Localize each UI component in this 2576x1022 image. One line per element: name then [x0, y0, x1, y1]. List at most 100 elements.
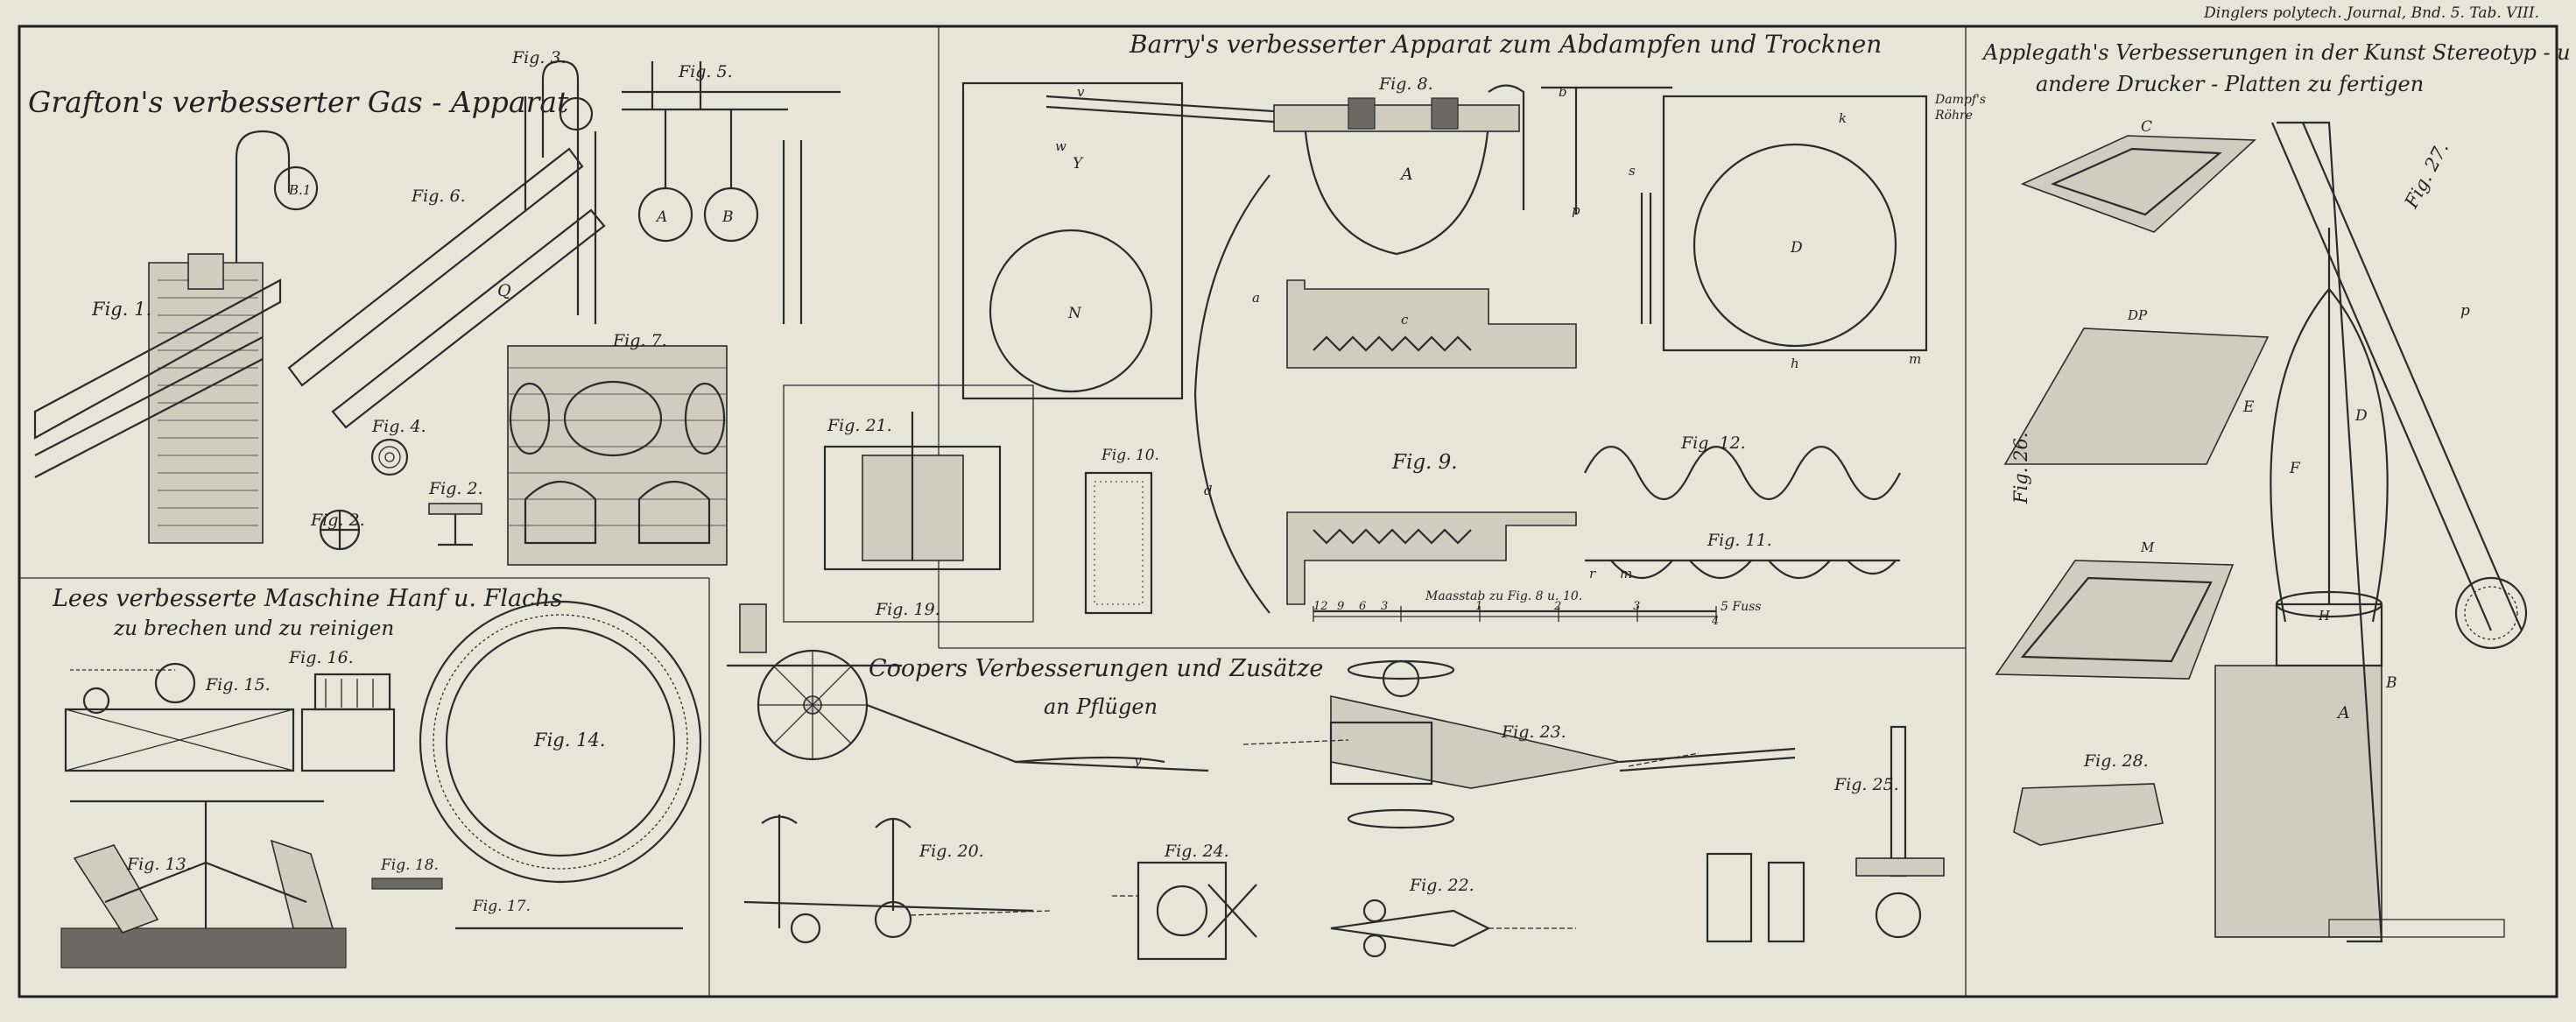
label-h: h: [1791, 356, 1799, 371]
fig5-gasholders: [622, 61, 841, 324]
label-app-H: H: [2318, 608, 2331, 624]
fig11-corrugated: [1585, 559, 1900, 580]
fig15-breaking-machine: [64, 662, 396, 772]
fig4-perforated-disc: [370, 438, 409, 476]
scale-tick-6: 6: [1359, 600, 1366, 613]
scale-tick-9: 9: [1337, 600, 1344, 613]
label-app-F: F: [2289, 460, 2301, 477]
fig20-label: Fig. 20.: [918, 842, 984, 861]
fig18-label: Fig. 18.: [380, 856, 439, 874]
fig1-label: Fig. 1.: [91, 299, 151, 320]
scale-tick-3b: 3: [1633, 600, 1640, 613]
section-title-cooper-1: Coopers Verbesserungen und Zusätze: [869, 655, 1323, 682]
label-w: w: [1055, 138, 1066, 154]
label-barry-A: A: [1399, 165, 1413, 184]
label-app-B: B: [2385, 674, 2397, 692]
fig24-coulter: [1112, 861, 1257, 961]
plate-border: [18, 25, 2558, 998]
section-title-cooper-2: an Pflügen: [1044, 694, 1158, 719]
fig25-label: Fig. 25.: [1833, 775, 1899, 794]
fig17-label: Fig. 17.: [472, 898, 531, 915]
fig20-plough-plan: [743, 814, 1052, 944]
label-barry-D: D: [1790, 239, 1803, 257]
fig2b-label: Fig. 2.: [428, 479, 483, 498]
fig15-label: Fig. 15.: [205, 675, 271, 694]
fig7-label: Fig. 7.: [612, 331, 667, 350]
fig12-label: Fig. 12.: [1680, 433, 1746, 453]
fig21-label: Fig. 21.: [827, 416, 892, 435]
fig10-grate: [1084, 471, 1153, 615]
section-title-grafton: Grafton's verbesserter Gas - Apparat: [28, 85, 569, 119]
fig1-retort-furnace: [33, 130, 319, 544]
fig18-bar: [371, 878, 443, 890]
fig19-plough: [727, 603, 1209, 772]
journal-header: Dinglers polytech. Journal, Bnd. 5. Tab.…: [2203, 4, 2539, 22]
fig19-label: Fig. 19.: [875, 600, 940, 619]
fig9-label: Fig. 9.: [1391, 451, 1458, 474]
label-DP: DP: [2127, 307, 2148, 323]
label-rohre: Röhre: [1934, 109, 1973, 123]
fig22-label: Fig. 22.: [1409, 876, 1475, 895]
fig27-press: [2214, 121, 2528, 943]
fig25-stand: [1706, 725, 1945, 943]
fig10-label: Fig. 10.: [1101, 447, 1159, 464]
label-y: y: [1133, 752, 1142, 768]
fig14-ring: [419, 600, 702, 884]
fig26-label: Fig. 26.: [2010, 433, 2031, 504]
scale-tick-12: 12: [1313, 600, 1328, 613]
label-app-p: p: [2460, 302, 2470, 320]
fig28-label: Fig. 28.: [2083, 751, 2149, 771]
fig2-valve-b: [428, 503, 482, 546]
section-title-applegath-2: andere Drucker - Platten zu fertigen: [2036, 72, 2424, 96]
scale-caption: Maasstab zu Fig. 8 u. 10.: [1425, 589, 1582, 603]
fig4-label: Fig. 4.: [371, 417, 426, 436]
label-v: v: [1077, 84, 1085, 100]
fig3-label: Fig. 3.: [511, 48, 567, 67]
fig21-press: [783, 384, 1034, 623]
scale-tick-4: 4: [1711, 615, 1719, 628]
label-app-M: M: [2140, 539, 2155, 555]
label-app-A: A: [2336, 703, 2350, 722]
scale-tick-2: 2: [1553, 600, 1561, 613]
label-fig11-r: r: [1589, 566, 1596, 581]
scale-unit: 5 Fuss: [1721, 600, 1761, 614]
fig12-wave: [1584, 446, 1901, 500]
label-Y: Y: [1073, 155, 1084, 173]
label-B1: B.1: [288, 182, 311, 198]
fig24-label: Fig. 24.: [1164, 842, 1229, 861]
fig8-label: Fig. 8.: [1378, 74, 1433, 94]
label-app-C: C: [2141, 118, 2152, 136]
label-k: k: [1839, 110, 1847, 126]
fig5-label: Fig. 5.: [678, 62, 733, 81]
fig7-arched-furnace: [507, 345, 728, 566]
section-title-barry: Barry's verbesserter Apparat zum Abdampf…: [1129, 30, 1882, 59]
fig11-label: Fig. 11.: [1707, 531, 1772, 550]
fig14-label: Fig. 14.: [533, 729, 605, 751]
scale-bar: [1313, 606, 1717, 622]
fig9-drying-chamber: [1193, 174, 1577, 614]
fig6-label: Fig. 6.: [411, 187, 466, 206]
fig22-plough-plan: [1330, 899, 1576, 958]
label-dampf: Dampf's: [1934, 93, 1986, 107]
label-b: b: [1559, 84, 1567, 100]
label-d: d: [1204, 483, 1213, 498]
fig16-label: Fig. 16.: [288, 648, 354, 667]
label-m: m: [1909, 351, 1921, 367]
label-Q: Q: [497, 281, 511, 300]
fig13-label: Fig. 13.: [126, 855, 192, 874]
label-fig11-m: m: [1620, 566, 1632, 581]
label-N: N: [1067, 305, 1082, 322]
label-fig5-B: B: [721, 208, 734, 226]
fig8-evaporating-apparatus: [961, 81, 1928, 400]
fig16-rollers: [313, 673, 391, 711]
fig23-carriage: [1242, 659, 1796, 829]
section-title-applegath-1: Applegath's Verbesserungen in der Kunst …: [1981, 40, 2571, 65]
fig13-beater-frame: [60, 800, 347, 969]
fig2-valve-a: [319, 509, 361, 551]
label-s: s: [1629, 163, 1636, 179]
label-a: a: [1252, 290, 1260, 306]
fig3-inclined-retort: [287, 60, 606, 429]
label-app-D: D: [2354, 407, 2368, 425]
label-c: c: [1401, 312, 1409, 328]
